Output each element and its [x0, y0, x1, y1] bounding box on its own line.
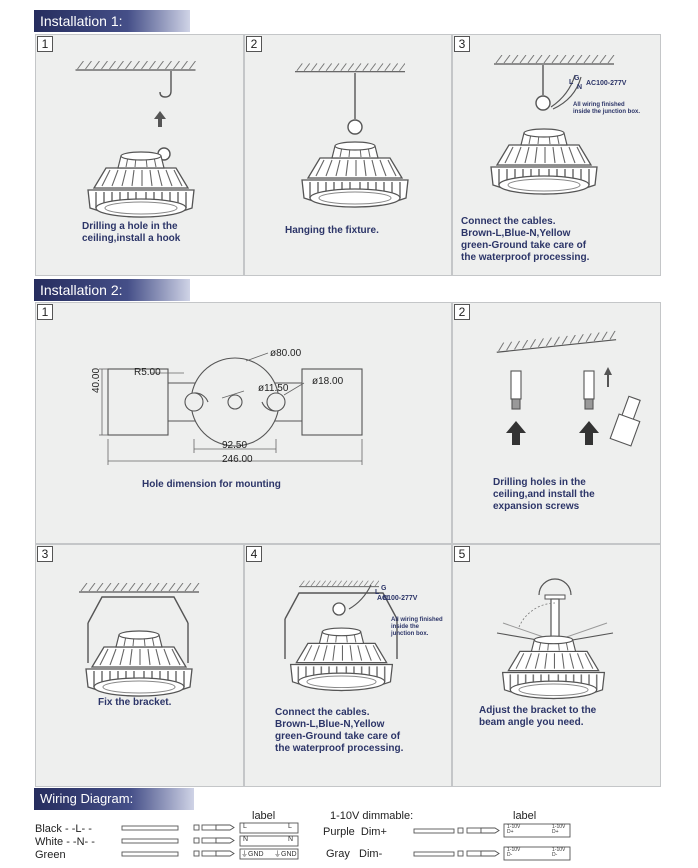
- label-n-a: N: [243, 836, 249, 843]
- dim-d11: ø11.50: [258, 383, 289, 394]
- hanging-fixture-illustration: [295, 63, 409, 208]
- step-number: 1: [37, 36, 53, 52]
- hook-illustration: [74, 61, 197, 218]
- step-caption: Fix the bracket.: [98, 697, 172, 708]
- dim-r5: R5.00: [134, 367, 161, 378]
- left-wire-connectors: [121, 822, 299, 860]
- wire-letter-l: L: [375, 589, 380, 596]
- label-gnd-a: ⏚GND: [241, 851, 264, 858]
- dim-d18: ø18.00: [312, 376, 344, 387]
- label-column-header: label: [252, 810, 276, 822]
- wire-letter-g: G: [381, 585, 387, 592]
- wire-gray: Gray Dim-: [326, 848, 383, 860]
- label-n-b: N: [288, 836, 294, 843]
- wire-green: Green: [35, 849, 66, 861]
- label-l-a: L: [243, 823, 247, 830]
- cable-connection-illustration: [490, 55, 615, 195]
- label-column-header-2: label: [513, 810, 537, 822]
- wire-letter-n: N: [383, 595, 389, 602]
- step-number: 2: [454, 304, 470, 320]
- right-wire-connectors: [413, 823, 571, 861]
- wire-letter-l: L: [569, 79, 574, 86]
- bracket-cable-illustration: [284, 580, 398, 692]
- step-caption: Hole dimension for mounting: [142, 479, 281, 490]
- install1-step2-panel: 2 Hanging the fixture.: [244, 34, 452, 276]
- dim-h40: 40.00: [91, 367, 102, 393]
- step-caption: Hanging the fixture.: [285, 225, 379, 236]
- beam-angle-illustration: [496, 578, 614, 700]
- voltage-label: AC100-277V: [586, 80, 627, 87]
- step-caption: Connect the cables.Brown-L,Blue-N,Yellow…: [275, 707, 404, 754]
- step-number: 3: [37, 546, 53, 562]
- step-number: 3: [454, 36, 470, 52]
- wire-white: White - -N- -: [35, 836, 95, 848]
- step-number: 1: [37, 304, 53, 320]
- dim-w92: 92.50: [222, 440, 248, 451]
- step-number: 5: [454, 546, 470, 562]
- wire-letter-g: G: [574, 75, 580, 82]
- install2-step3-panel: 3 Fix the bracket.: [35, 544, 244, 787]
- voltage-label: AC100-277V: [377, 595, 418, 602]
- step-number: 4: [246, 546, 262, 562]
- label-l-b: L: [288, 823, 292, 830]
- dimmable-header: 1-10V dimmable:: [330, 810, 414, 822]
- installation-2-heading: Installation 2:: [34, 279, 190, 301]
- install2-step1-panel: 1 ø80.00 R5.00 ø11.50 ø18.00 40.00 92.50: [35, 302, 452, 544]
- step-number: 2: [246, 36, 262, 52]
- dim-d80: ø80.00: [270, 348, 302, 359]
- wire-letter-n: N: [577, 84, 583, 91]
- label-gnd-b: ⏚GND: [274, 851, 297, 858]
- wire-purple: Purple Dim+: [323, 826, 387, 838]
- step-caption: Connect the cables.Brown-L,Blue-N,Yellow…: [461, 216, 590, 263]
- hole-dimension-drawing: [99, 352, 363, 465]
- dim-w246: 246.00: [222, 454, 253, 465]
- expansion-screw-illustration: [494, 329, 641, 447]
- installation-1-heading: Installation 1:: [34, 10, 190, 32]
- bracket-illustration: [78, 583, 200, 697]
- wire-black: Black - -L- -: [35, 823, 92, 835]
- wiring-diagram-heading: Wiring Diagram:: [34, 788, 194, 810]
